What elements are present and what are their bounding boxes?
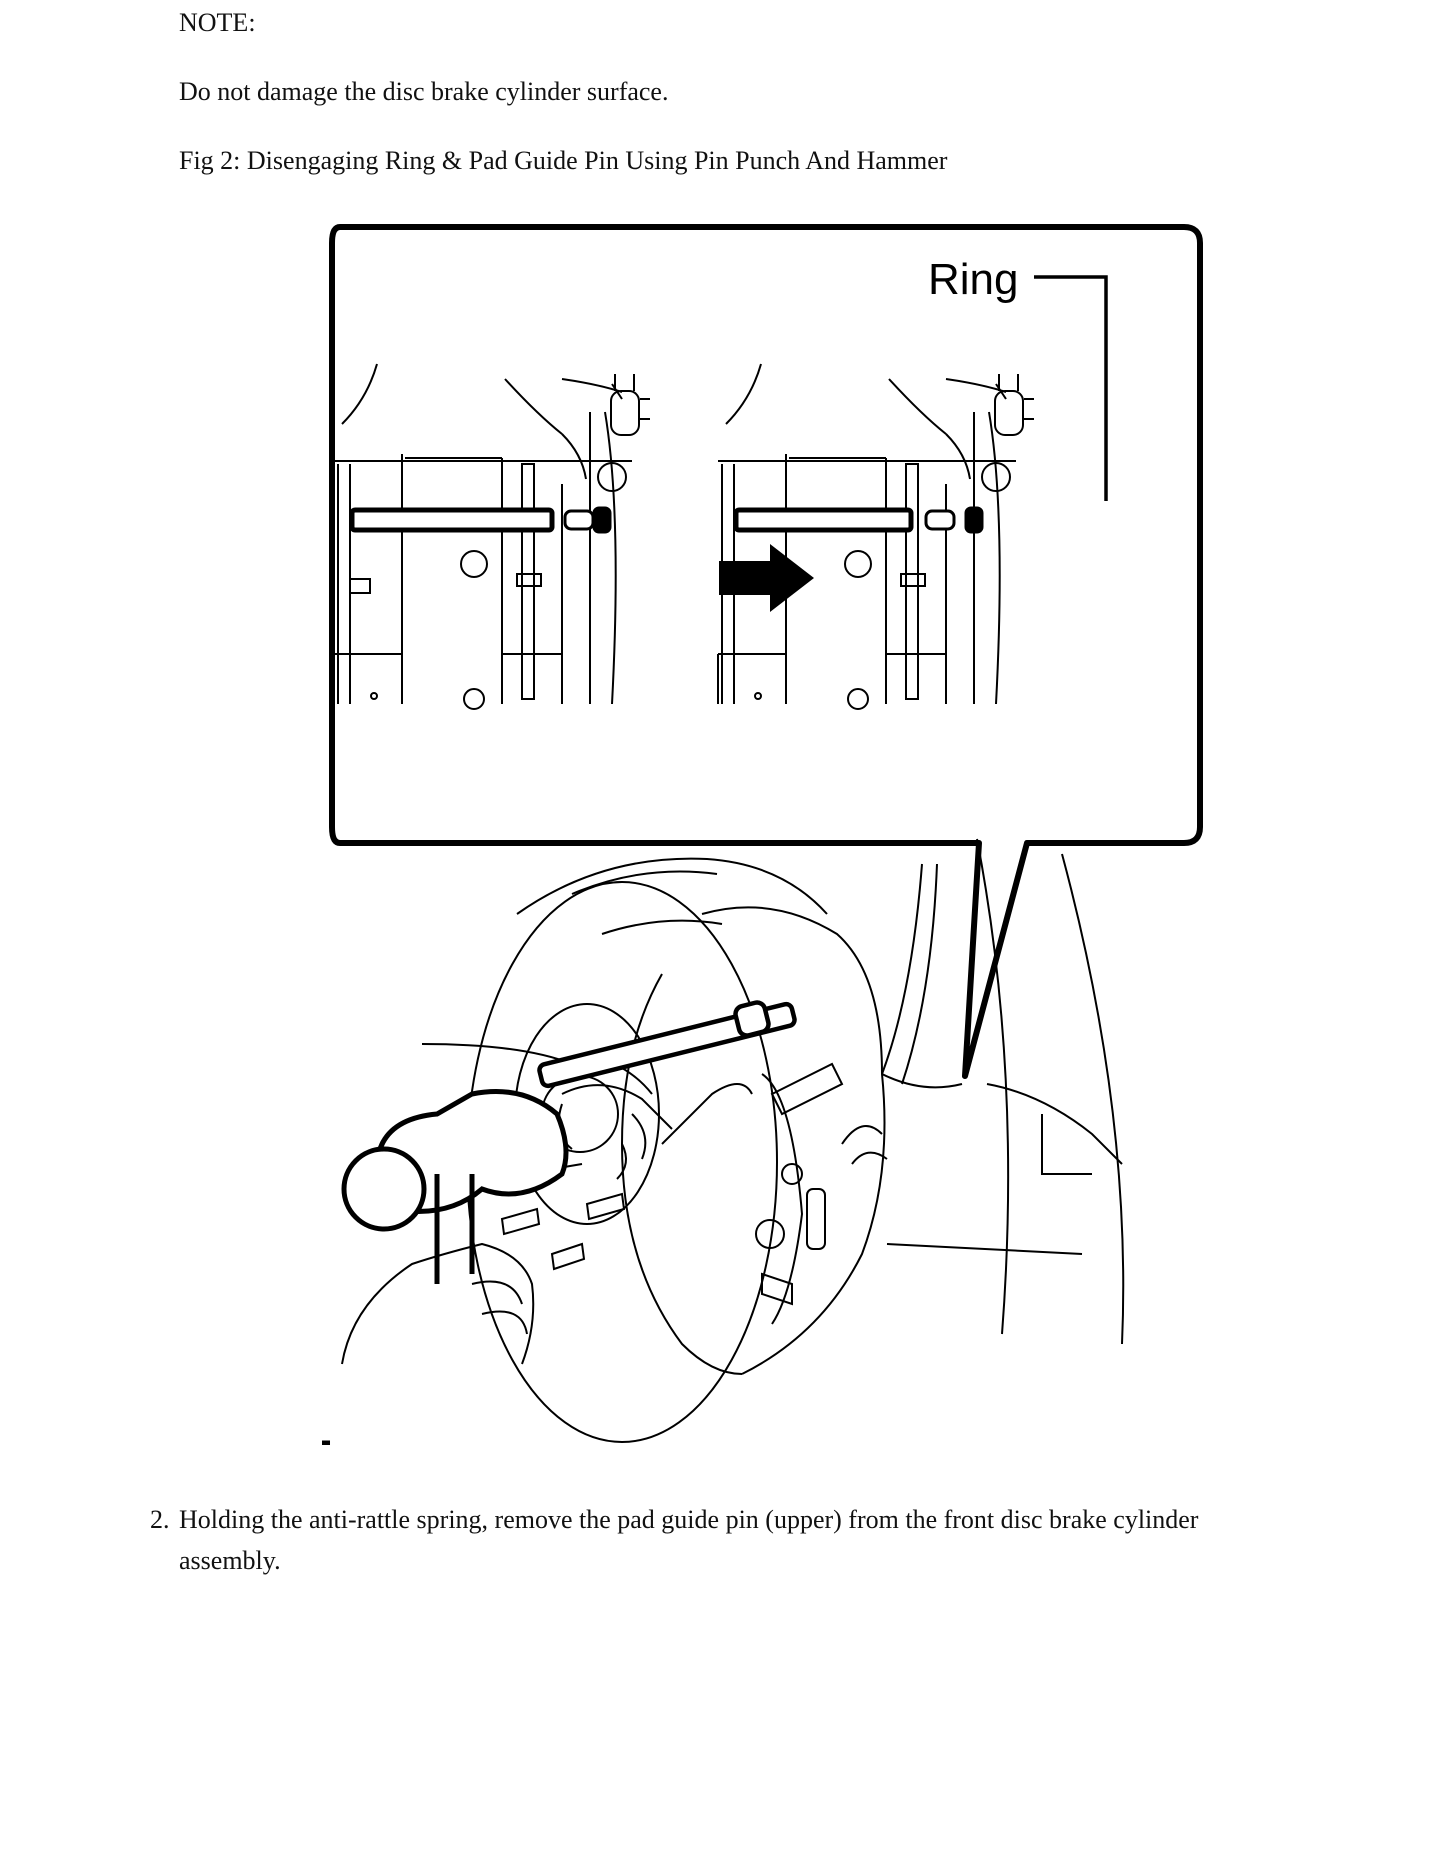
guide-pin-before bbox=[349, 506, 612, 534]
step-2: 2. Holding the anti-rattle spring, remov… bbox=[150, 1499, 1300, 1581]
brake-pin-illustration: Ring bbox=[322, 224, 1203, 1477]
step-text: Holding the anti-rattle spring, remove t… bbox=[179, 1505, 1199, 1575]
callout-box bbox=[329, 224, 1203, 1079]
figure-caption: Fig 2: Disengaging Ring & Pad Guide Pin … bbox=[179, 146, 948, 175]
note-text: Do not damage the disc brake cylinder su… bbox=[179, 77, 669, 106]
direction-arrow bbox=[719, 544, 814, 612]
pin-punch bbox=[537, 1000, 797, 1089]
hammer-hand bbox=[341, 1242, 535, 1365]
caliper-detail-after bbox=[717, 363, 1034, 710]
hammer bbox=[341, 1089, 569, 1284]
guide-pin-after bbox=[733, 506, 984, 534]
caliper-detail-before bbox=[333, 363, 650, 710]
step-number: 2. bbox=[150, 1505, 170, 1534]
ring-label: Ring bbox=[928, 255, 1019, 304]
figure-corner-mark: T bbox=[322, 1433, 330, 1477]
note-heading: NOTE: bbox=[179, 8, 256, 37]
ring-leader-line bbox=[1034, 275, 1108, 501]
